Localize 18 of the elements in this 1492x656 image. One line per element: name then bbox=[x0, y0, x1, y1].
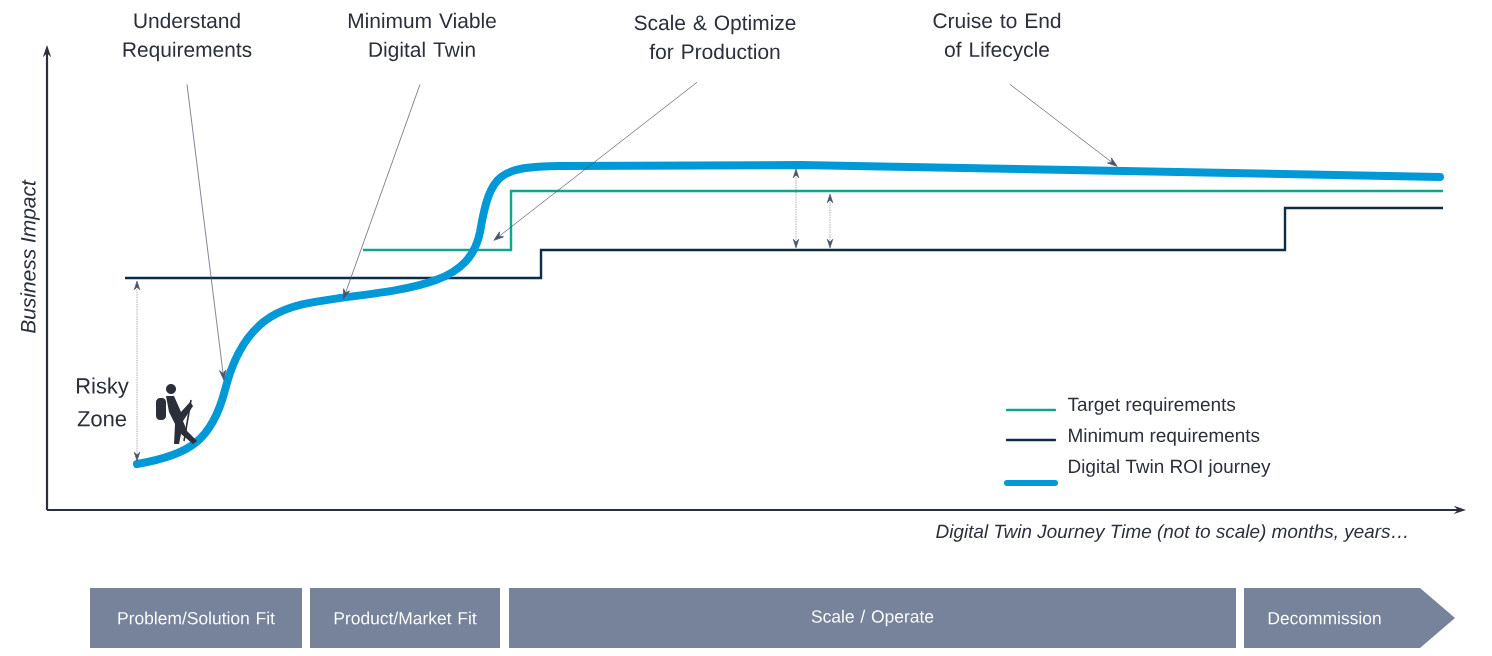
phase-bar: Decommission bbox=[1244, 588, 1455, 648]
phase-bar: Problem/Solution Fit bbox=[90, 588, 302, 648]
callout-text: Scale & Optimize for Production bbox=[634, 14, 796, 60]
callout-text: Minimum Viable Digital Twin bbox=[348, 12, 496, 62]
leader-line bbox=[343, 84, 421, 300]
zone-label: Risky Zone bbox=[77, 377, 129, 427]
legend-label: Target requirements bbox=[1067, 397, 1236, 415]
leader-line bbox=[186, 84, 227, 381]
axis-title: Digital Twin Journey Time (not to scale) months, years… bbox=[936, 524, 1407, 542]
leader-line bbox=[1009, 84, 1118, 167]
leader-line bbox=[493, 81, 698, 241]
legend-label: Minimum requirements bbox=[1069, 428, 1260, 446]
legend-label: Digital Twin ROI journey bbox=[1069, 459, 1271, 477]
phase-bar: Product/Market Fit bbox=[310, 588, 500, 648]
callout-text: Understand Requirements bbox=[123, 12, 252, 62]
axis-title: Business Impact bbox=[20, 179, 40, 334]
callout-text: Cruise to End of Lifecycle bbox=[933, 12, 1061, 62]
phase-bar: Scale / Operate bbox=[509, 588, 1236, 648]
